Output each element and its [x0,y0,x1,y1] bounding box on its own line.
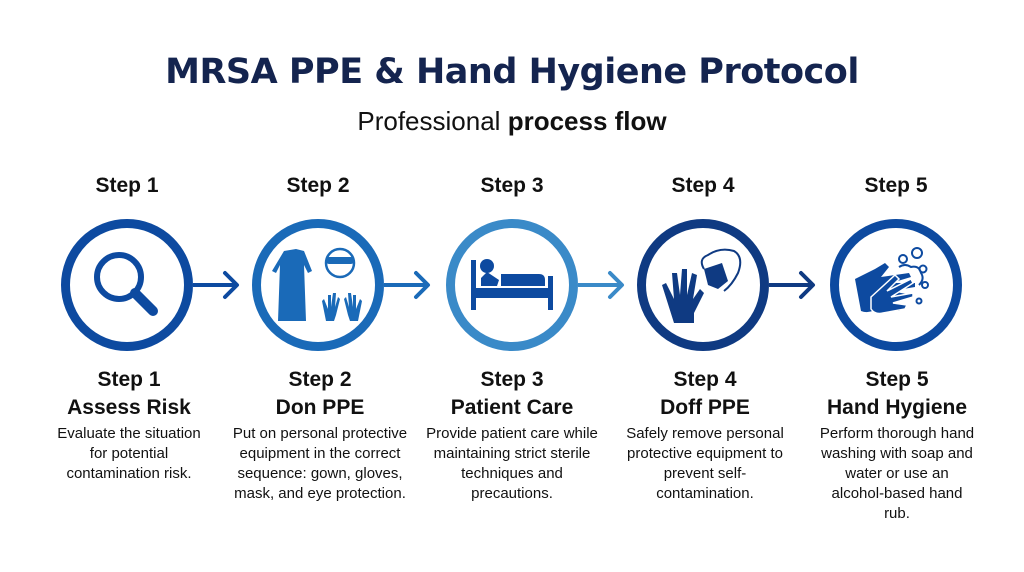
glove-mask-removal-icon [662,248,742,323]
step-name: Assess Risk [67,396,191,419]
step-description: Provide patient care while maintaining s… [426,425,598,502]
arrow-right-icon [769,271,815,299]
step-name: Hand Hygiene [826,396,968,419]
step-description: Safely remove personal protective equipm… [626,425,784,502]
step-2-circle [252,219,384,351]
step-name: Doff PPE [660,396,750,419]
step-4-top-label: Step 4 [671,174,735,197]
step-number: Step 1 [97,368,161,391]
step-1-circle [61,219,193,351]
step-5-details: Step 5 Hand Hygiene Perform thorough han… [807,366,987,524]
step-number: Step 4 [673,368,737,391]
arrow-right-icon [384,271,430,299]
step-description: Evaluate the situation for potential con… [57,425,201,482]
step-1-details: Step 1 Assess Risk Evaluate the situatio… [39,366,219,484]
page-subtitle: Professional process flow [0,106,1024,137]
page-title: MRSA PPE & Hand Hygiene Protocol [165,52,859,92]
step-number: Step 3 [480,368,544,391]
subtitle-bold: process flow [507,106,667,136]
step-4-details: Step 4 Doff PPE Safely remove personal p… [615,366,795,504]
step-2-details: Step 2 Don PPE Put on personal protectiv… [230,366,410,504]
step-3-details: Step 3 Patient Care Provide patient care… [422,366,602,504]
step-5-circle [830,219,962,351]
step-3-top-label: Step 3 [480,174,544,197]
arrow-right-icon [578,271,624,299]
magnifying-glass-icon [94,252,158,316]
step-number: Step 5 [865,368,929,391]
patient-bed-icon [471,259,553,310]
arrow-right-icon [193,271,239,299]
step-description: Perform thorough hand washing with soap … [819,425,975,522]
step-5-top-label: Step 5 [864,174,928,197]
step-4-circle [637,219,769,351]
step-name: Patient Care [450,396,574,419]
step-2-top-label: Step 2 [286,174,350,197]
step-number: Step 2 [288,368,352,391]
step-3-circle [446,219,578,351]
step-description: Put on personal protective equipment in … [232,425,408,502]
subtitle-regular: Professional [357,106,501,136]
gown-goggles-gloves-icon [272,247,362,321]
step-1-top-label: Step 1 [95,174,159,197]
step-name: Don PPE [275,396,365,419]
hand-washing-icon [855,247,929,315]
